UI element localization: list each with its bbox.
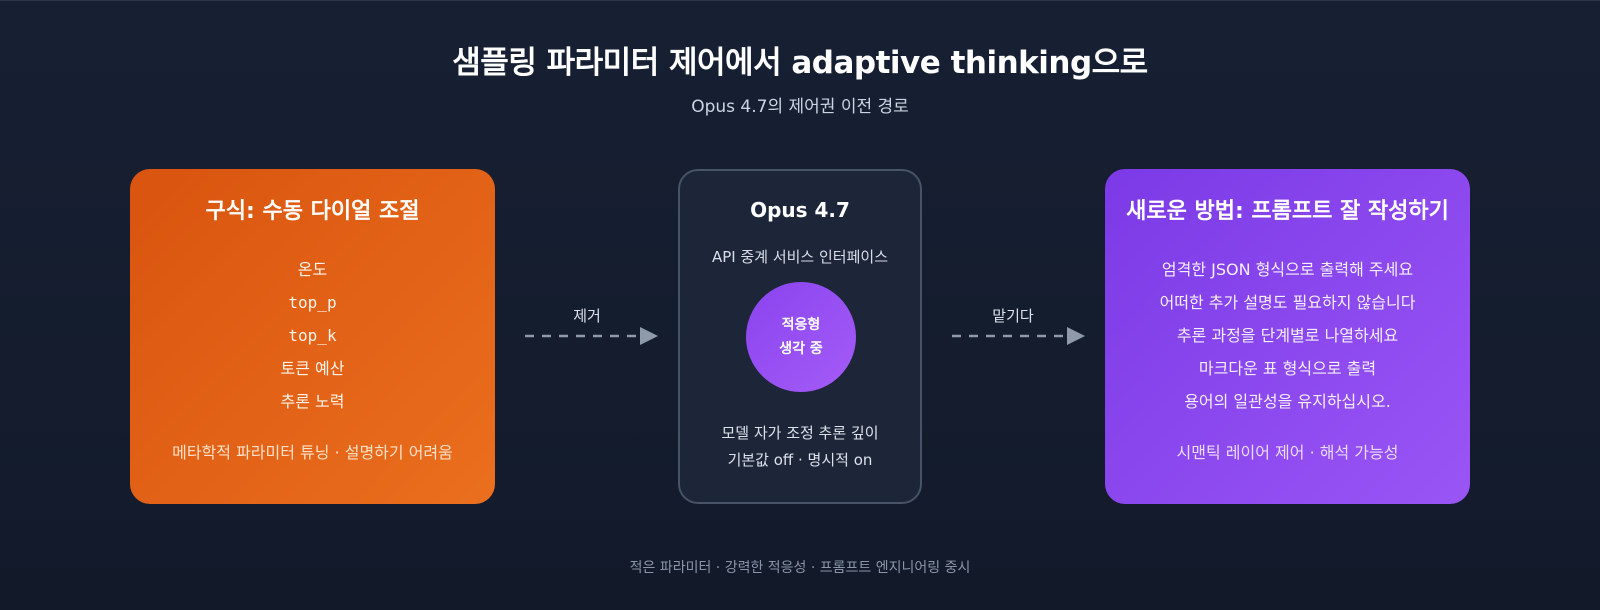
opus-model-subtitle: API 중계 서비스 인터페이스	[711, 248, 889, 266]
delegate-arrow-label: 맡기다	[992, 307, 1034, 325]
delegate-arrow-icon	[952, 327, 1085, 345]
opus-model-card: Opus 4.7 API 중계 서비스 인터페이스 적응형 생각 중 모델 자가…	[678, 169, 922, 504]
list-item: top_k	[288, 326, 337, 345]
list-item: 추론 과정을 단계별로 나열하세요	[1176, 326, 1399, 345]
old-method-footer: 메타학적 파라미터 튜닝 · 설명하기 어려움	[172, 443, 453, 462]
page-subtitle: Opus 4.7의 제어권 이전 경로	[691, 97, 909, 117]
page-title: 샘플링 파라미터 제어에서 adaptive thinking으로	[452, 45, 1148, 81]
page-footer: 적은 파라미터 · 강력한 적응성 · 프롬프트 엔지니어링 중시	[629, 560, 971, 576]
list-item: 마크다운 표 형식으로 출력	[1198, 359, 1377, 378]
list-item: 용어의 일관성을 유지하십시오.	[1184, 392, 1391, 411]
list-item: 어떠한 추가 설명도 필요하지 않습니다	[1159, 293, 1416, 312]
adaptive-thinking-badge: 적응형 생각 중	[746, 282, 856, 392]
new-method-footer: 시맨틱 레이어 제어 · 해석 가능성	[1176, 443, 1399, 462]
remove-arrow-label: 제거	[573, 307, 601, 325]
opus-footer-line-2: 기본값 off · 명시적 on	[727, 451, 873, 469]
prompt-example-list: 엄격한 JSON 형식으로 출력해 주세요 어떠한 추가 설명도 필요하지 않습…	[1105, 253, 1470, 418]
list-item: top_p	[288, 293, 337, 312]
list-item: 추론 노력	[280, 392, 345, 411]
old-method-card: 구식: 수동 다이얼 조절 온도 top_p top_k 토큰 예산 추론 노력…	[130, 169, 495, 504]
remove-arrow-icon	[525, 327, 658, 345]
old-method-title: 구식: 수동 다이얼 조절	[205, 199, 420, 224]
old-method-parameter-list: 온도 top_p top_k 토큰 예산 추론 노력	[130, 253, 495, 418]
new-method-card: 새로운 방법: 프롬프트 잘 작성하기 엄격한 JSON 형식으로 출력해 주세…	[1105, 169, 1470, 504]
new-method-title: 새로운 방법: 프롬프트 잘 작성하기	[1126, 199, 1449, 224]
opus-model-footer: 모델 자가 조정 추론 깊이 기본값 off · 명시적 on	[680, 420, 920, 474]
opus-model-title: Opus 4.7	[750, 198, 850, 222]
badge-line-2: 생각 중	[779, 341, 823, 357]
list-item: 엄격한 JSON 형식으로 출력해 주세요	[1161, 260, 1414, 279]
list-item: 온도	[297, 260, 328, 279]
opus-footer-line-1: 모델 자가 조정 추론 깊이	[721, 424, 879, 442]
badge-line-1: 적응형	[781, 317, 821, 333]
list-item: 토큰 예산	[280, 359, 345, 378]
